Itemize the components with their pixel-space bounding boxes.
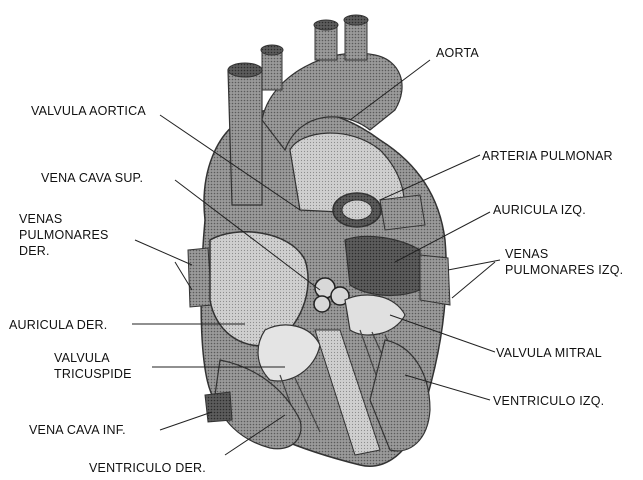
label-aorta: AORTA [436,45,479,61]
superior-vena-cava [228,70,262,205]
label-vena-cava-inf: VENA CAVA INF. [29,422,126,438]
label-venas-pulmonares-der-line-2: PULMONARES [19,227,109,243]
label-valvula-mitral: VALVULA MITRAL [496,345,602,361]
pulmonary-vessel-right [380,195,425,230]
label-ventriculo-der: VENTRICULO DER. [89,460,206,476]
label-valvula-tricuspide: VALVULA TRICUSPIDE [54,350,132,382]
leader-vena-cava-inf [160,412,212,430]
pulmonary-artery-lumen [342,200,372,220]
label-ventriculo-izq: VENTRICULO IZQ. [493,393,604,409]
leader-venas-pulmonares-izq-1 [448,260,500,270]
label-venas-pulmonares-izq-line-1: VENAS [505,246,623,262]
leader-venas-pulmonares-izq-2 [452,262,495,298]
label-venas-pulmonares-izq-line-2: PULMONARES IZQ. [505,262,623,278]
label-venas-pulmonares-der-line-1: VENAS [19,211,109,227]
aortic-branch-3 [345,20,367,60]
label-venas-pulmonares-der: VENAS PULMONARES DER. [19,211,109,259]
right-pulmonary-veins [188,248,212,307]
label-valvula-tricuspide-line-2: TRICUSPIDE [54,366,132,382]
label-auricula-izq: AURICULA IZQ. [493,202,586,218]
label-venas-pulmonares-der-line-3: DER. [19,243,109,259]
left-pulmonary-veins [420,255,450,305]
label-arteria-pulmonar: ARTERIA PULMONAR [482,148,613,164]
label-valvula-tricuspide-line-1: VALVULA [54,350,132,366]
inferior-vena-cava [205,392,232,422]
label-vena-cava-sup: VENA CAVA SUP. [41,170,143,186]
label-valvula-aortica: VALVULA AORTICA [31,103,146,119]
aortic-branch-1 [262,50,282,90]
aortic-branch-1-opening [261,45,283,55]
label-venas-pulmonares-izq: VENAS PULMONARES IZQ. [505,246,623,278]
superior-vena-cava-opening [228,63,262,77]
label-auricula-der: AURICULA DER. [9,317,107,333]
leader-venas-pulmonares-der-1 [135,240,192,265]
aortic-valve-cusp-3 [314,296,330,312]
aortic-branch-3-opening [344,15,368,25]
aortic-branch-2-opening [314,20,338,30]
left-atrium [345,236,420,295]
